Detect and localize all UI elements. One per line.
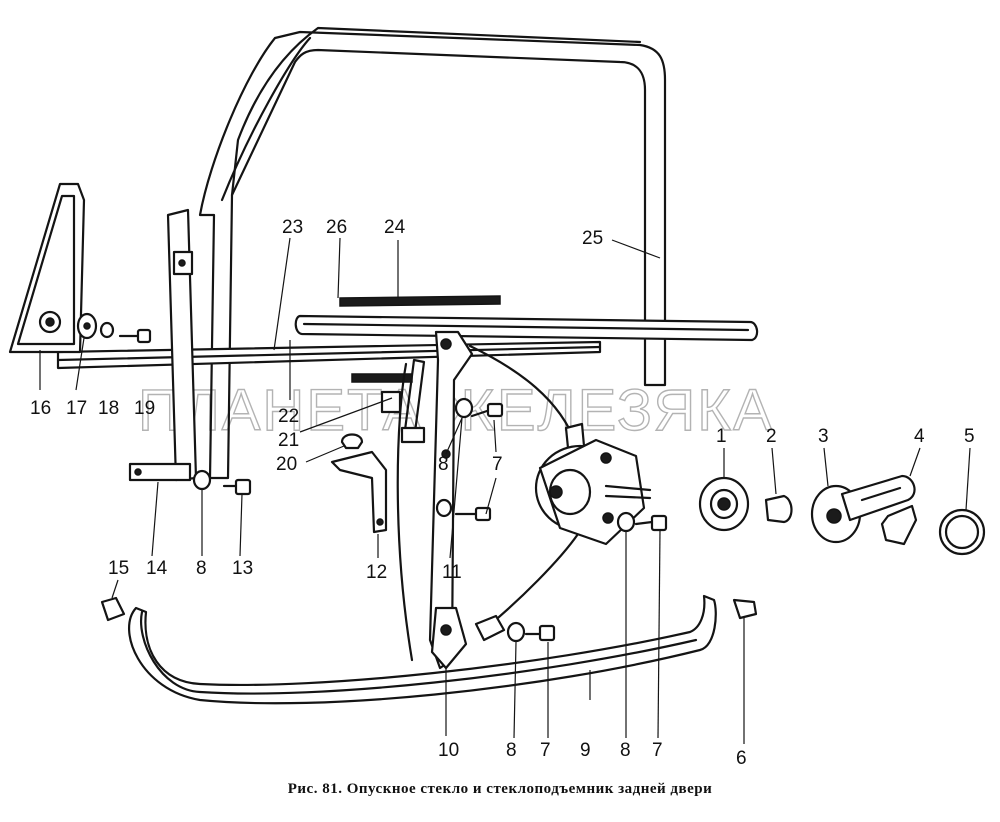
label-1: 1	[716, 426, 727, 447]
label-7-c: 7	[652, 740, 663, 761]
label-22: 22	[278, 406, 299, 427]
label-10: 10	[438, 740, 459, 761]
vent-fasteners	[76, 312, 152, 344]
label-3: 3	[818, 426, 829, 447]
label-8-c: 8	[506, 740, 517, 761]
leader-lines	[39, 237, 661, 700]
label-2: 2	[766, 426, 777, 447]
label-15: 15	[108, 558, 129, 579]
label-16: 16	[30, 398, 51, 419]
label-18: 18	[98, 398, 119, 419]
label-21: 21	[278, 430, 299, 451]
rail-fasteners	[192, 469, 252, 496]
label-8-b: 8	[196, 558, 207, 579]
label-4: 4	[914, 426, 925, 447]
label-13: 13	[232, 558, 253, 579]
figure-caption: Рис. 81. Опускное стекло и стеклоподъемн…	[287, 781, 713, 797]
lower-seal	[100, 594, 758, 705]
label-12: 12	[366, 562, 387, 583]
label-23: 23	[282, 217, 303, 238]
handle-parts	[698, 474, 986, 556]
label-7-b: 7	[540, 740, 551, 761]
label-5: 5	[964, 426, 975, 447]
belt-molding	[56, 295, 759, 370]
label-24: 24	[384, 217, 406, 238]
label-25: 25	[582, 228, 603, 249]
window-frame	[198, 26, 667, 480]
front-guide-rail	[128, 208, 198, 482]
label-20: 20	[276, 454, 297, 475]
vent-window	[8, 182, 86, 354]
label-8-d: 8	[620, 740, 631, 761]
callout-labels: 23 26 24 25 16 17 18 19 22 21 20 8 7 1 2…	[30, 217, 975, 769]
label-6: 6	[736, 748, 747, 769]
label-11: 11	[442, 562, 462, 583]
label-26: 26	[326, 217, 347, 238]
label-leaders	[111, 417, 971, 744]
label-7-a: 7	[492, 454, 503, 475]
label-9: 9	[580, 740, 591, 761]
label-17: 17	[66, 398, 87, 419]
label-19: 19	[134, 398, 155, 419]
label-14: 14	[146, 558, 168, 579]
label-8-a: 8	[438, 454, 449, 475]
